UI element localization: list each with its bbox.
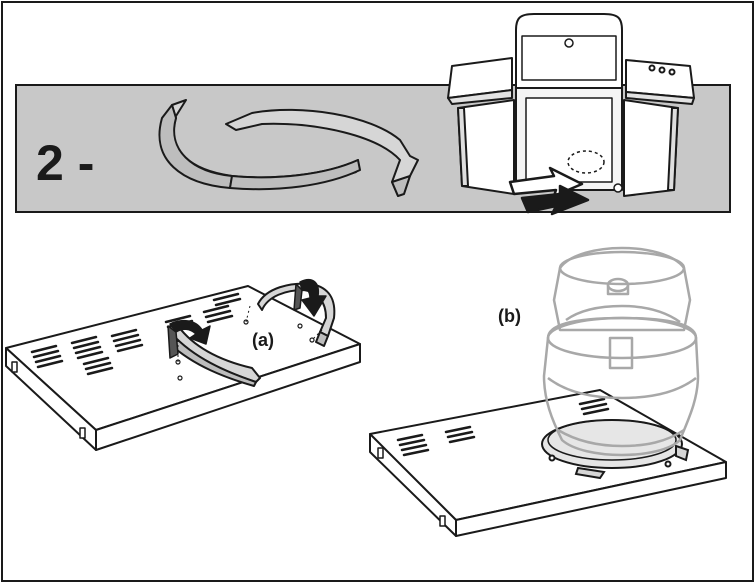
- rotate-arrow-left-icon: [167, 319, 211, 359]
- grill-cabinet-icon: [447, 13, 695, 197]
- callout-label-b: (b): [498, 306, 521, 326]
- heat-shield-ring-icon: [541, 419, 690, 480]
- heat-shield-icon: [158, 99, 419, 197]
- propane-tank-icon: [542, 246, 700, 457]
- step-number-label: 2 -: [36, 135, 94, 191]
- shield-piece-right-icon: [257, 282, 336, 347]
- left-board-icon: [5, 285, 361, 451]
- rotate-arrow-right-icon: [293, 278, 327, 317]
- left-board-vents: [30, 292, 242, 376]
- insert-arrow-icon: [508, 166, 590, 216]
- right-board-vents: [396, 397, 610, 457]
- shield-piece-left-icon: [169, 325, 261, 387]
- callout-label-a: (a): [252, 330, 274, 350]
